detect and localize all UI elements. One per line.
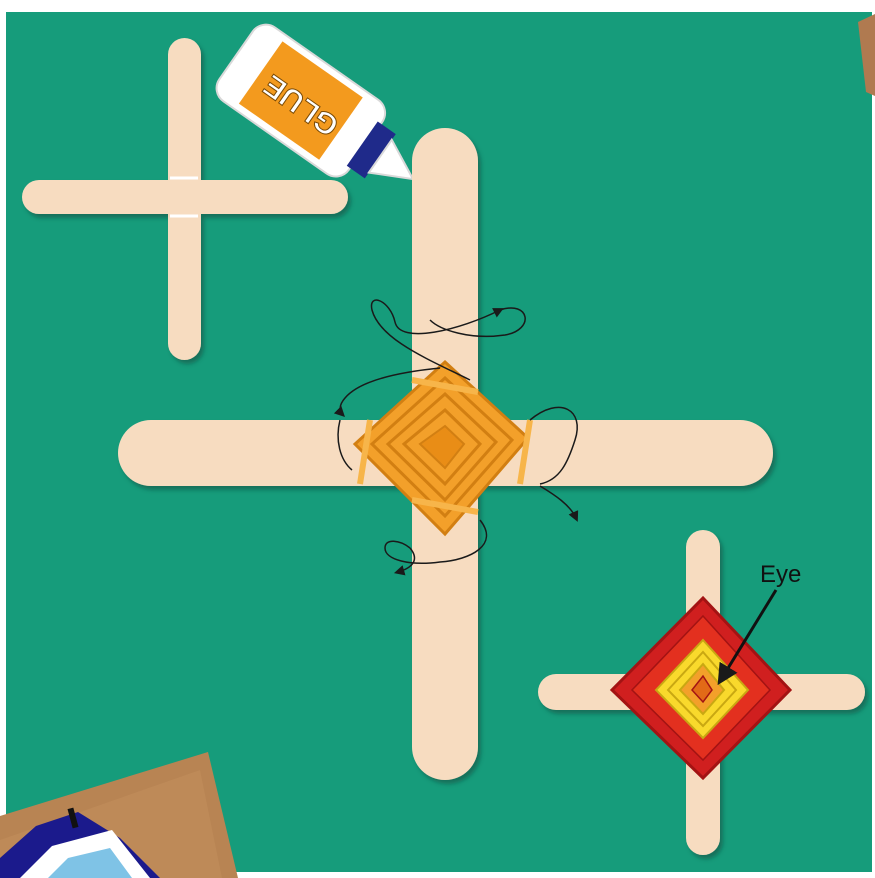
horizontal-stick — [22, 180, 348, 214]
eye-label: Eye — [760, 561, 801, 588]
